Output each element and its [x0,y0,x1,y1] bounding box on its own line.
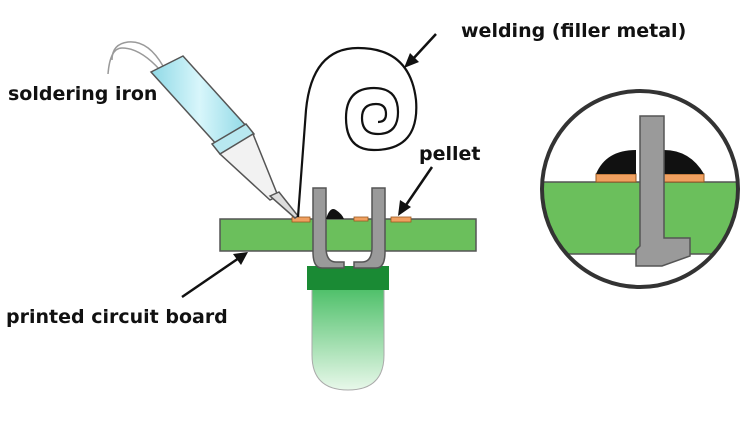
led-pins [312,187,386,269]
zoom-pellet-left [595,173,637,183]
zoom-solder-right [664,150,704,174]
pcb-board [219,218,477,252]
arrow-pellet [398,166,434,216]
led-body [311,288,385,391]
iron-cable [107,47,161,75]
zoom-solder-left [596,150,636,174]
pellet-right [390,216,412,223]
filler-wire [296,46,418,218]
arrow-pcb [181,252,248,299]
label-pcb: printed circuit board [6,306,228,328]
iron-collar [210,123,256,155]
zoom-ring [540,89,740,289]
iron-cable-2 [111,41,164,67]
label-soldering-iron: soldering iron [8,83,158,105]
soldering-iron [107,41,300,219]
iron-tip [268,191,300,219]
zoom-pellet-right [663,173,705,183]
solder-blob [326,209,344,219]
pellet-mid [353,216,369,222]
label-welding: welding (filler metal) [461,20,687,42]
pellet-left [291,216,311,223]
label-pellet: pellet [419,143,481,165]
zoom-pin [635,115,691,267]
zoom-detail [540,89,740,289]
led-base [307,266,389,290]
arrow-welding [404,33,437,68]
